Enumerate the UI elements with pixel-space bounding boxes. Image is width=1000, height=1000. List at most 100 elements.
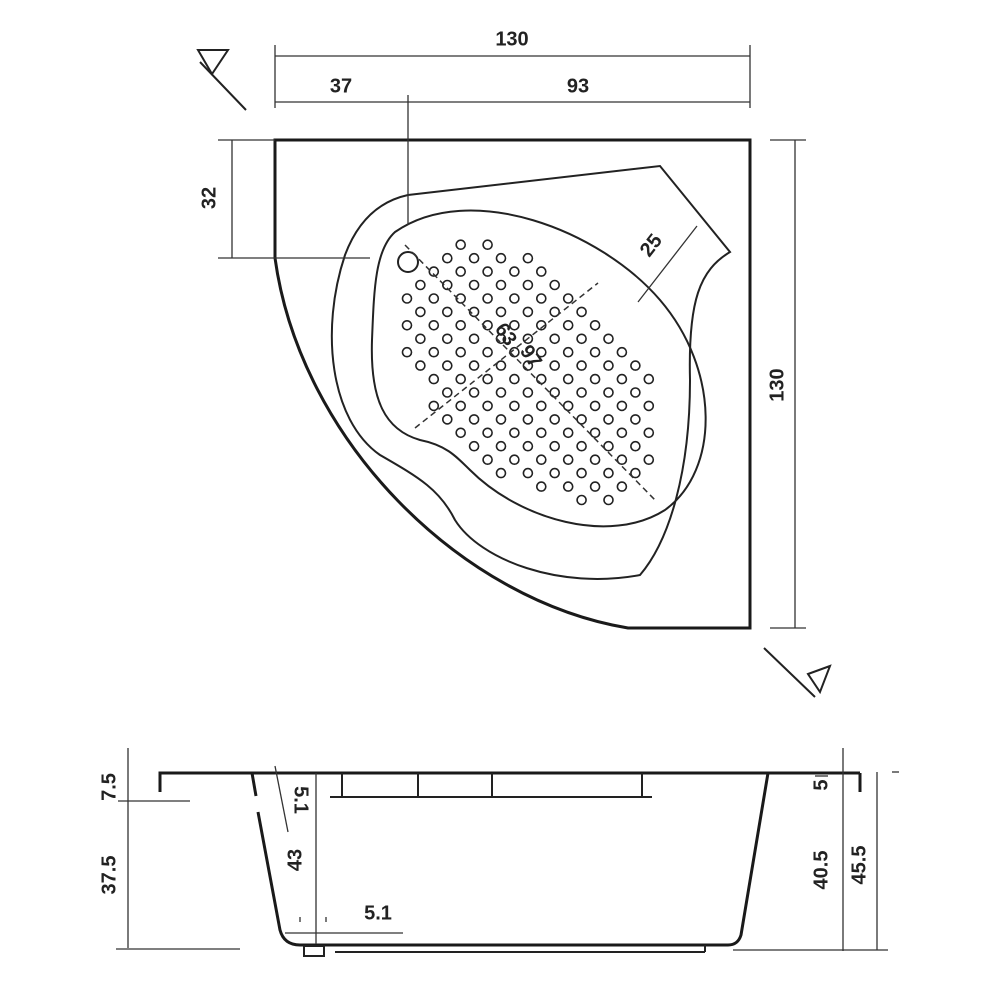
- jet-dot: [509, 400, 520, 412]
- jet-dot: [522, 252, 534, 264]
- jet-dot: [495, 252, 507, 264]
- jet-dot: [535, 400, 547, 412]
- jet-dot: [509, 427, 520, 439]
- jet-dot: [643, 427, 655, 439]
- jet-dot: [495, 387, 507, 398]
- jet-dot: [482, 427, 493, 439]
- jet-dot: [415, 306, 426, 318]
- jet-dot: [535, 481, 547, 492]
- jet-dot: [589, 481, 601, 492]
- jet-dot: [589, 427, 601, 439]
- basin-width-label: 63: [490, 319, 521, 350]
- jet-dot: [603, 360, 614, 371]
- jet-dot: [549, 279, 561, 291]
- jet-dot: [428, 293, 440, 304]
- jet-dot: [441, 279, 453, 291]
- plan-rim-outline: [330, 164, 732, 580]
- jet-dot: [522, 467, 534, 479]
- jet-dot: [482, 346, 493, 358]
- jet-dot: [468, 440, 480, 452]
- jet-dot: [562, 427, 574, 439]
- jet-dot: [428, 373, 440, 385]
- bottom-offset-label: 5.1: [364, 902, 392, 924]
- jet-dot: [441, 252, 453, 264]
- jet-dot: [441, 414, 453, 425]
- jet-dot: [562, 373, 574, 385]
- massage-jet-dots: [401, 239, 655, 506]
- jet-dot: [562, 346, 574, 358]
- jet-dot: [482, 373, 493, 385]
- jet-dot: [509, 319, 520, 331]
- overall-depth-label: 130: [766, 368, 788, 401]
- jet-dot: [509, 293, 520, 304]
- jet-dot: [522, 306, 534, 318]
- jet-dot: [630, 360, 641, 371]
- jet-dot: [455, 373, 467, 385]
- jet-dot: [616, 481, 628, 492]
- jet-dot: [616, 400, 628, 412]
- drain-circle: [397, 251, 419, 273]
- jet-dot: [589, 454, 601, 466]
- jet-dot: [576, 467, 587, 479]
- jet-dot: [603, 387, 614, 398]
- drain-outlet: [303, 945, 325, 957]
- jet-dot: [455, 400, 467, 412]
- jet-dot: [616, 427, 628, 439]
- jet-dot: [643, 454, 655, 466]
- jet-dot: [603, 414, 614, 425]
- jet-dot: [455, 293, 467, 304]
- right-depth-label: 40.5: [810, 851, 832, 890]
- view-marker-bottom-right: [763, 647, 832, 698]
- jet-dot: [482, 266, 493, 277]
- jet-dot: [643, 400, 655, 412]
- jet-dot: [603, 333, 614, 345]
- jet-dot: [522, 333, 534, 345]
- jet-dot: [589, 319, 601, 331]
- basin-width-dimension: [414, 282, 599, 429]
- total-height-label: 45.5: [848, 846, 870, 885]
- jet-dot: [455, 319, 467, 331]
- jet-dot: [428, 319, 440, 331]
- jet-dot: [630, 467, 641, 479]
- jet-dot: [549, 440, 561, 452]
- jet-dot: [522, 387, 534, 398]
- jet-dot: [495, 440, 507, 452]
- jet-dot: [576, 333, 587, 345]
- right-offset-label: 93: [567, 75, 589, 97]
- jet-dot: [401, 319, 413, 331]
- jet-dot: [482, 454, 493, 466]
- jet-dot: [589, 373, 601, 385]
- jet-dot: [549, 387, 561, 398]
- jet-dot: [576, 494, 587, 506]
- top-offset-label: 32: [198, 187, 220, 209]
- jet-dot: [455, 427, 467, 439]
- jet-dot: [589, 400, 601, 412]
- jet-dot: [616, 454, 628, 466]
- jet-dot: [549, 467, 561, 479]
- jet-dot: [576, 387, 587, 398]
- jet-dot: [562, 481, 574, 492]
- jet-dot: [535, 373, 547, 385]
- jet-dot: [576, 360, 587, 371]
- jet-dot: [401, 293, 413, 304]
- jet-dot: [415, 360, 426, 371]
- plan-outer-outline: [273, 138, 752, 630]
- jet-dot: [415, 279, 426, 291]
- jet-dot: [522, 414, 534, 425]
- section-view: [158, 771, 862, 957]
- jet-dot: [562, 319, 574, 331]
- jet-dot: [549, 306, 561, 318]
- jet-dot: [495, 414, 507, 425]
- jet-dot: [428, 346, 440, 358]
- jet-dot: [495, 279, 507, 291]
- right-rim-label: 5: [810, 779, 832, 790]
- jet-dot: [522, 279, 534, 291]
- jet-dot: [603, 440, 614, 452]
- jet-dot: [468, 279, 480, 291]
- jet-dot: [576, 306, 587, 318]
- jet-dot: [549, 414, 561, 425]
- jet-dot: [441, 306, 453, 318]
- jet-dot: [509, 454, 520, 466]
- jet-dot: [603, 467, 614, 479]
